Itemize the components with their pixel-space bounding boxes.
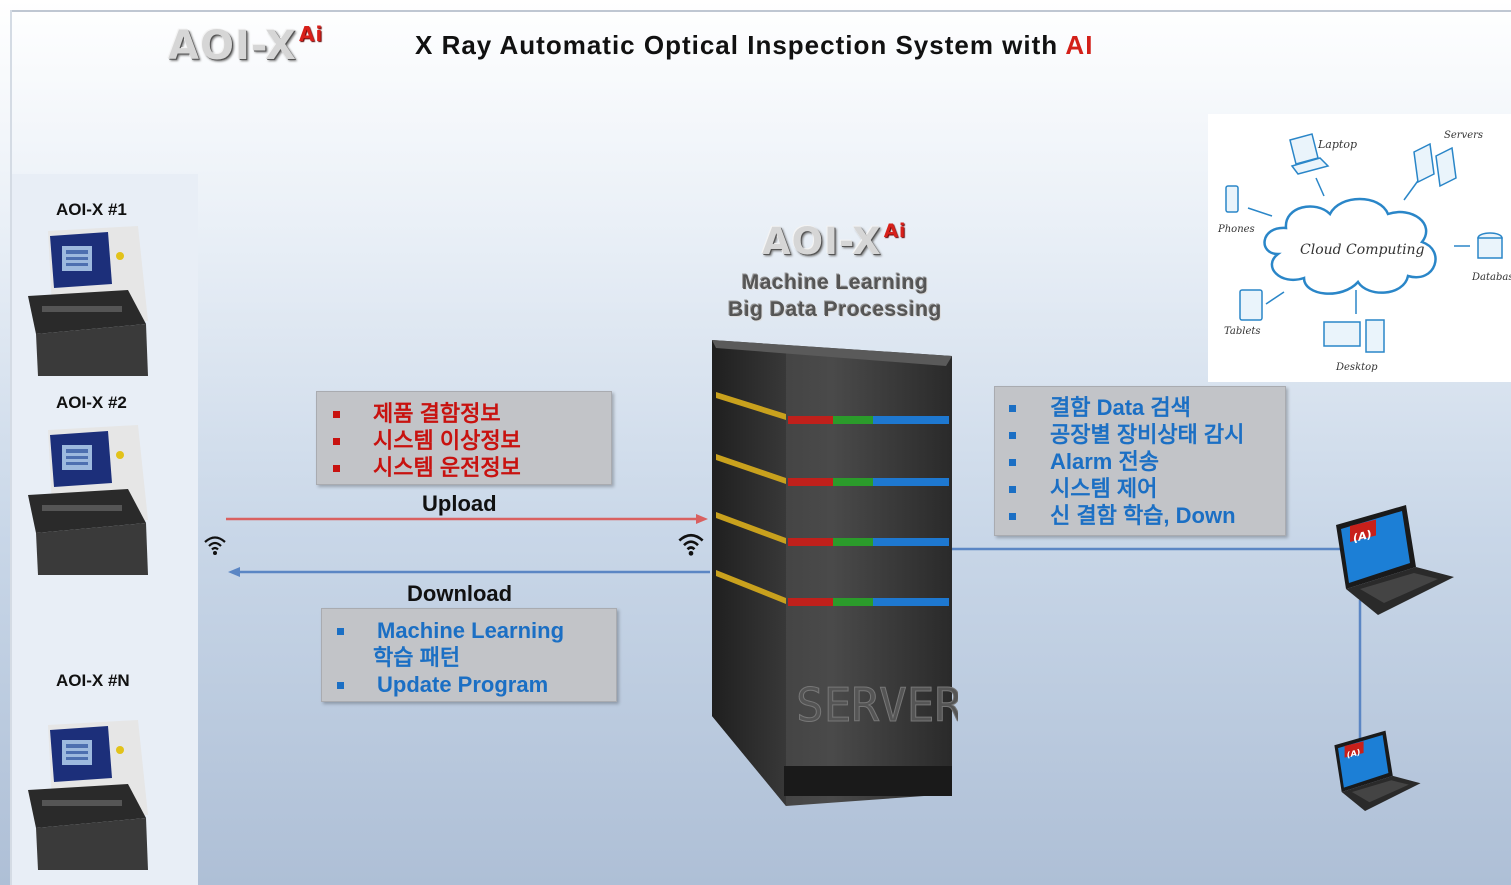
aoi-machine-icon-2 [28, 425, 148, 575]
upload-item: 시스템 운전정보 [317, 454, 611, 481]
servers-icon [1413, 142, 1457, 188]
feature-item: Alarm 전송 [995, 448, 1285, 475]
phone-icon [1225, 185, 1239, 213]
wifi-icon-left [204, 536, 226, 555]
download-arrowhead [228, 567, 240, 577]
frame-border-top [10, 10, 1511, 12]
aoi-machine-icon-n [28, 720, 148, 870]
server-tower-icon: SERVER [712, 340, 958, 806]
header-logo-ai: Ai [299, 22, 324, 46]
cloud-icon [1263, 197, 1437, 295]
feature-item: 공장별 장비상태 감시 [995, 421, 1285, 448]
server-case-label: SERVER [796, 678, 958, 732]
features-box: 결함 Data 검색 공장별 장비상태 감시 Alarm 전송 시스템 제어 신… [994, 386, 1286, 536]
cloud-diagram-drawing: Laptop Servers Phones Database Tablets D… [1217, 130, 1511, 373]
server-subtitle-1: Machine Learning [741, 271, 929, 294]
download-info-list: Machine Learning 학습 패턴 Update Program [322, 617, 616, 698]
upload-arrowhead [696, 514, 708, 524]
server-subtitle-2: Big Data Processing [728, 298, 942, 321]
client-laptop-icon-2: (A) [1334, 730, 1421, 811]
wifi-icon-right [678, 533, 704, 556]
cloud-label-tablets: Tablets [1224, 326, 1261, 337]
aoi-machine-icon-1 [28, 226, 148, 376]
server-logo-text: AOI-X [762, 220, 882, 263]
upload-item: 시스템 이상정보 [317, 427, 611, 454]
features-list: 결함 Data 검색 공장별 장비상태 감시 Alarm 전송 시스템 제어 신… [995, 394, 1285, 529]
feature-item: 결함 Data 검색 [995, 394, 1285, 421]
database-icon [1477, 232, 1503, 259]
client-laptop-icon-1: (A) [1336, 505, 1454, 615]
page-title-ai: AI [1065, 30, 1094, 60]
feature-item: 신 결함 학습, Down [995, 502, 1285, 529]
download-label: Download [407, 581, 513, 606]
cloud-label-phones: Phones [1217, 224, 1255, 235]
desktop-icon [1323, 319, 1385, 353]
download-item: Update Program [322, 671, 616, 698]
cloud-computing-diagram: Laptop Servers Phones Database Tablets D… [1208, 114, 1511, 382]
machine-label-2: AOI-X #2 [56, 393, 127, 412]
machine-label-1: AOI-X #1 [56, 200, 127, 219]
cloud-label-center: Cloud Computing [1300, 242, 1425, 258]
tablet-icon [1239, 289, 1263, 321]
upload-item: 제품 결함정보 [317, 400, 611, 427]
cloud-label-servers: Servers [1444, 130, 1483, 141]
header-logo-text: AOI-X [168, 23, 298, 69]
machine-label-n: AOI-X #N [56, 671, 130, 690]
cloud-labels: Laptop Servers Phones Database Tablets D… [1217, 130, 1511, 373]
page-title-text: X Ray Automatic Optical Inspection Syste… [415, 30, 1066, 60]
feature-item: 시스템 제어 [995, 475, 1285, 502]
laptop-screen-label-2: (A) [1347, 747, 1361, 760]
download-item: Machine Learning [322, 617, 616, 644]
cloud-device-icons [1225, 133, 1503, 353]
server-light-strips [716, 392, 949, 606]
server-logo-ai: Ai [883, 221, 907, 243]
cloud-label-database: Database [1471, 272, 1511, 283]
laptop-screen-label-1: (A) [1353, 528, 1372, 545]
frame-border-left [10, 10, 12, 885]
cloud-label-desktop: Desktop [1335, 362, 1378, 373]
page-title: X Ray Automatic Optical Inspection Syste… [415, 30, 1093, 61]
laptop-icon [1289, 133, 1330, 175]
upload-label: Upload [422, 491, 497, 516]
cloud-label-laptop: Laptop [1317, 138, 1357, 151]
upload-info-box: 제품 결함정보 시스템 이상정보 시스템 운전정보 [316, 391, 612, 485]
download-info-box: Machine Learning 학습 패턴 Update Program [321, 608, 617, 702]
upload-info-list: 제품 결함정보 시스템 이상정보 시스템 운전정보 [317, 400, 611, 481]
download-item-continuation: 학습 패턴 [373, 645, 461, 670]
